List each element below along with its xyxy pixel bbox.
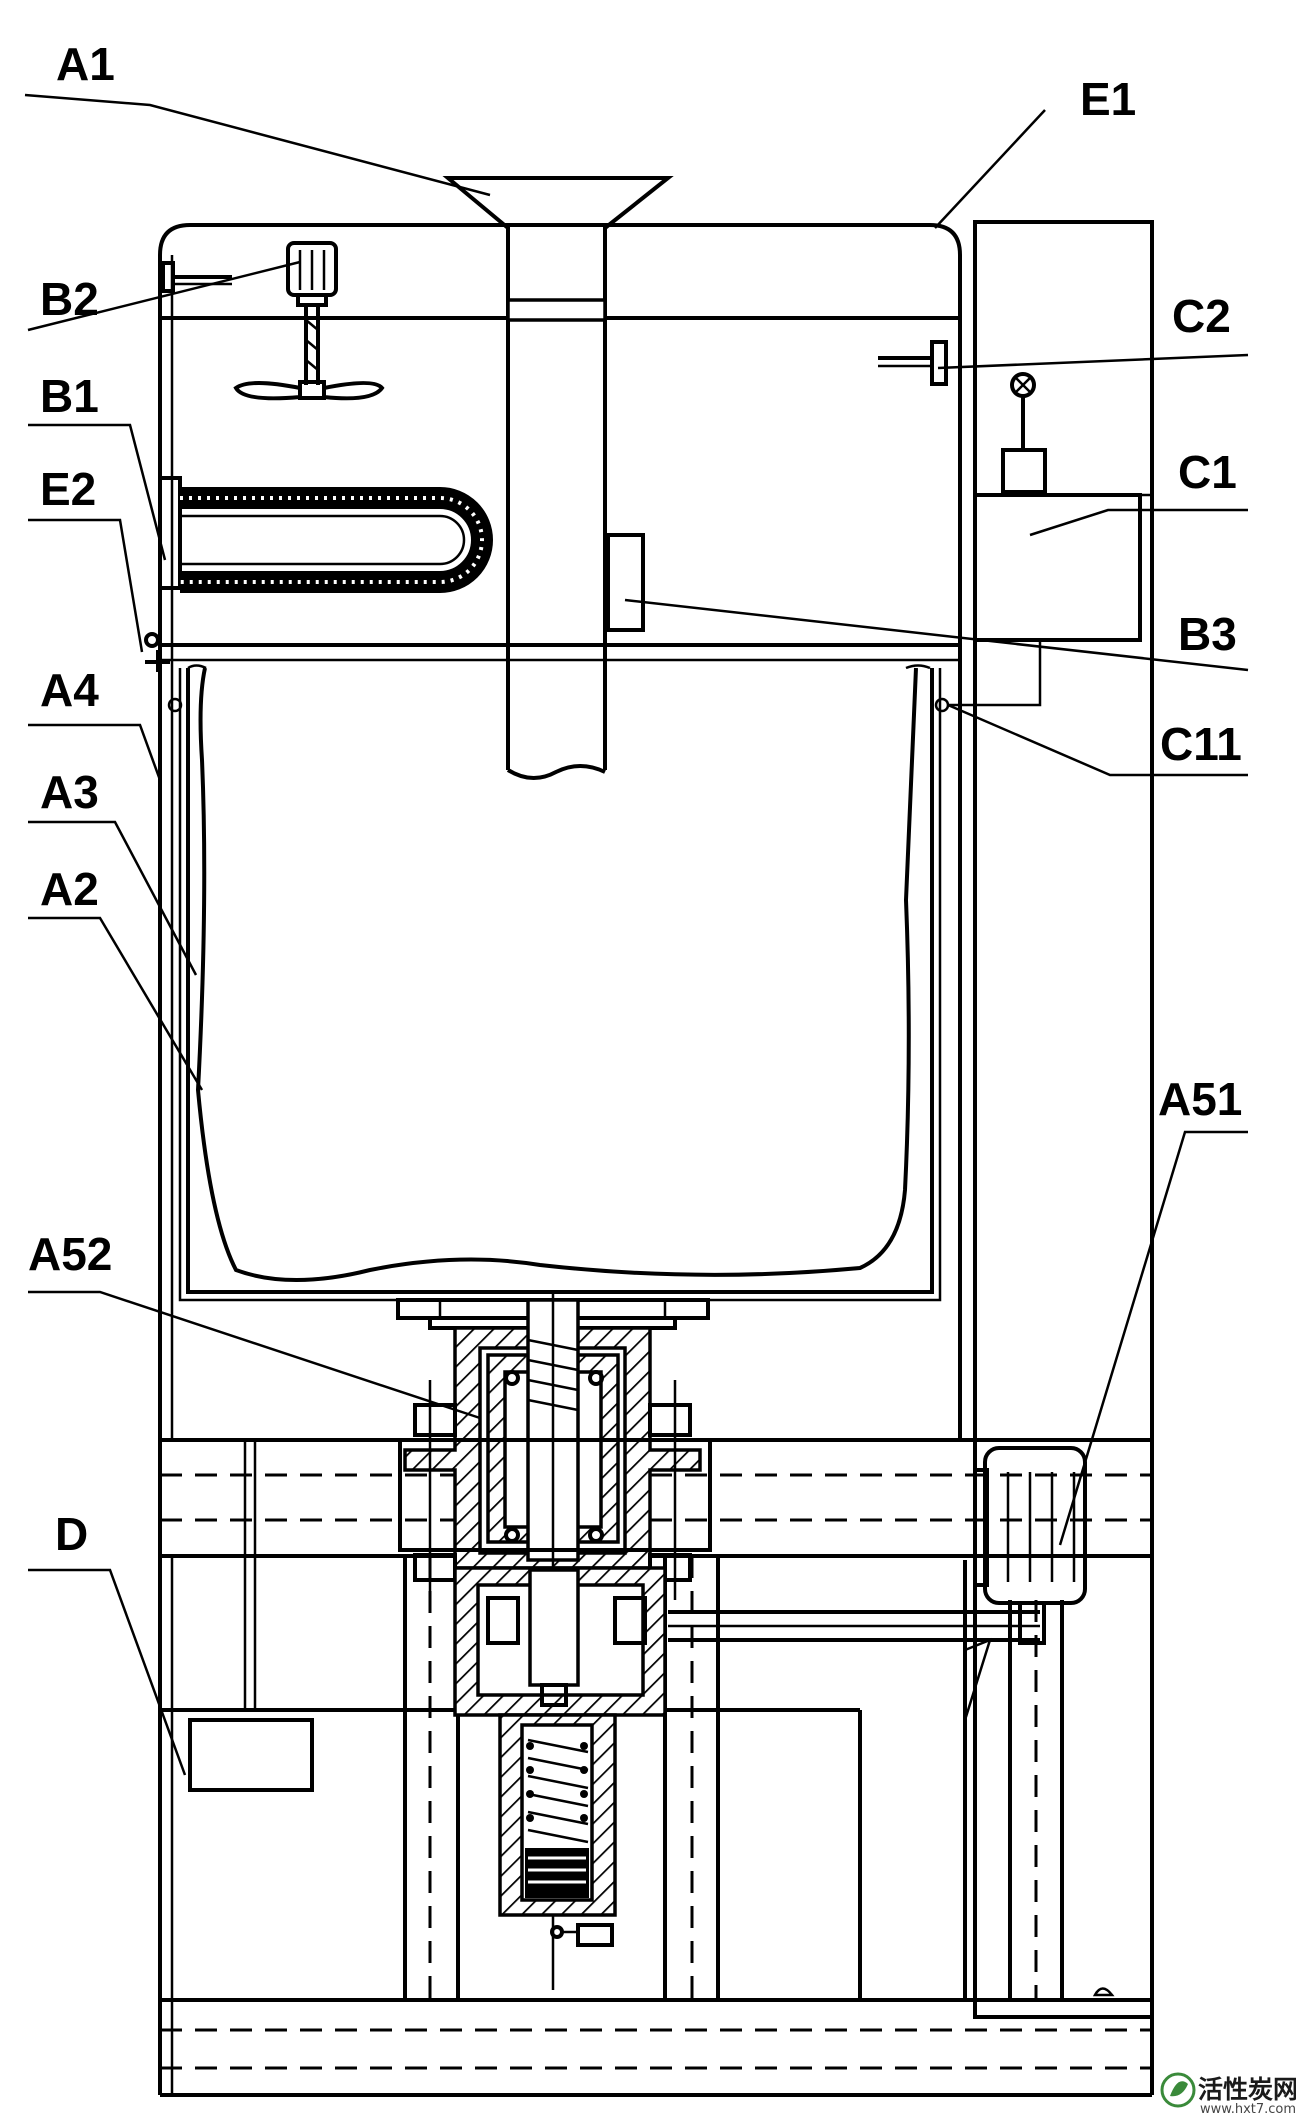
sensor-B3 bbox=[606, 533, 645, 632]
label-C11: C11 bbox=[1160, 718, 1242, 770]
label-B2: B2 bbox=[40, 273, 99, 325]
heater-coil-B1 bbox=[158, 476, 493, 593]
latch-E2 bbox=[144, 632, 170, 672]
drive-motor-A51 bbox=[668, 1446, 1087, 1645]
label-B3: B3 bbox=[1178, 608, 1237, 660]
label-A51: A51 bbox=[1158, 1073, 1242, 1125]
label-A2: A2 bbox=[40, 863, 99, 915]
leader-lines bbox=[24, 93, 1249, 1776]
inner-drum-A3 bbox=[167, 668, 950, 1302]
label-A1: A1 bbox=[56, 38, 115, 90]
label-B1: B1 bbox=[40, 370, 99, 422]
watermark-text: 活性炭网 bbox=[1198, 2075, 1296, 2104]
side-cabinet bbox=[973, 220, 1154, 2019]
label-E2: E2 bbox=[40, 463, 96, 515]
main-housing bbox=[158, 223, 962, 1440]
label-D: D bbox=[55, 1508, 88, 1560]
watermark-url: www.hxt7.com bbox=[1200, 2102, 1296, 2117]
watermark: 活性炭网 www.hxt7.com bbox=[1160, 2072, 1296, 2117]
leaf-logo-icon bbox=[1160, 2072, 1196, 2108]
controller-D bbox=[188, 1718, 314, 1792]
label-C1: C1 bbox=[1178, 446, 1237, 498]
liner-bag-A2 bbox=[195, 667, 918, 1282]
label-E1: E1 bbox=[1080, 73, 1136, 125]
feed-funnel-A1 bbox=[442, 176, 674, 780]
part-labels: A1 E1 B2 C2 B1 C1 E2 B3 A4 C11 A3 A2 A51… bbox=[28, 38, 1242, 1560]
control-unit-C1 bbox=[878, 340, 1047, 707]
label-A3: A3 bbox=[40, 766, 99, 818]
label-A4: A4 bbox=[40, 664, 99, 716]
lower-frame bbox=[158, 1438, 1154, 2097]
bearing-housing-A52 bbox=[396, 1290, 712, 1990]
label-A52: A52 bbox=[28, 1228, 112, 1280]
stirrer-motor-B2 bbox=[161, 241, 385, 401]
label-C2: C2 bbox=[1172, 290, 1231, 342]
